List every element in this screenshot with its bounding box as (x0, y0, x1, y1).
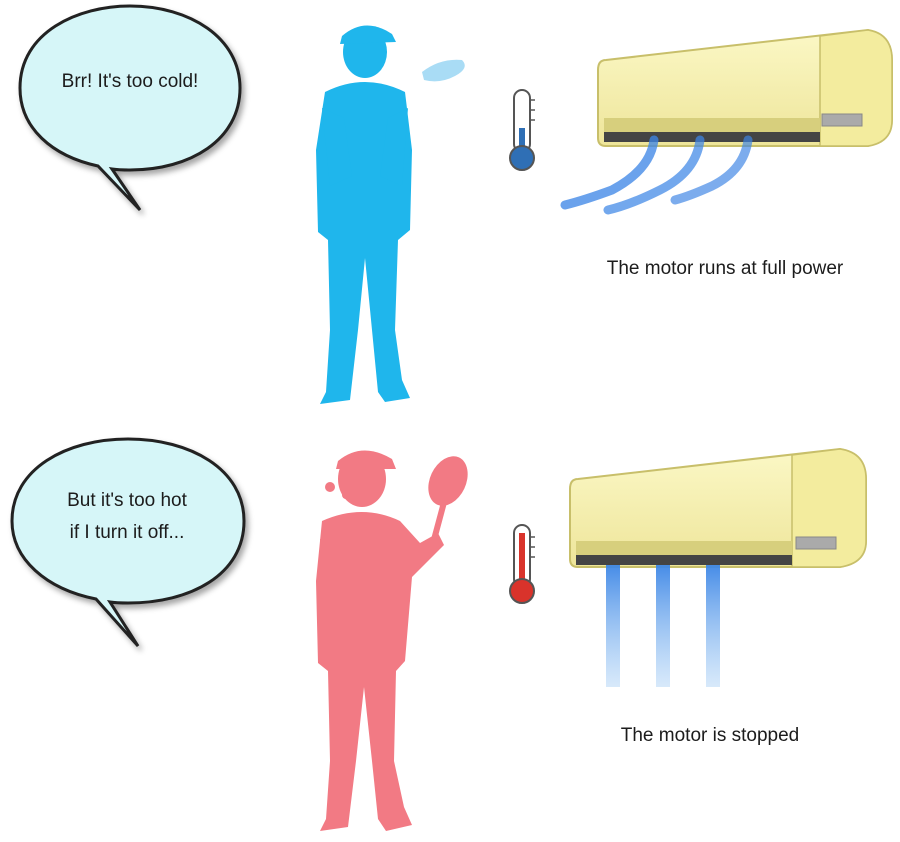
cold-person-silhouette (316, 25, 412, 404)
hot-person-silhouette (316, 450, 475, 831)
thermometer-cold-icon (510, 90, 535, 170)
air-conditioner-unit (570, 449, 866, 567)
speech-line: But it's too hot (22, 485, 232, 517)
speech-line: if I turn it off... (22, 517, 232, 549)
thermometer-hot-icon (510, 525, 535, 603)
scene-cold: Brr! It's too cold! The motor runs at fu… (0, 0, 900, 421)
airflow-stopped (606, 565, 720, 687)
airflow-full-power (565, 140, 748, 210)
scene-hot: But it's too hot if I turn it off... The… (0, 421, 900, 842)
air-conditioner-unit (598, 30, 892, 146)
breath-puff-icon (422, 60, 465, 82)
speech-text: Brr! It's too cold! (30, 66, 230, 98)
speech-text: But it's too hot if I turn it off... (22, 485, 232, 549)
scene-cold-illustration (0, 0, 900, 421)
caption-full-power: The motor runs at full power (560, 258, 890, 280)
speech-bubble (20, 6, 240, 210)
speech-line: Brr! It's too cold! (30, 66, 230, 98)
caption-stopped: The motor is stopped (560, 725, 860, 747)
